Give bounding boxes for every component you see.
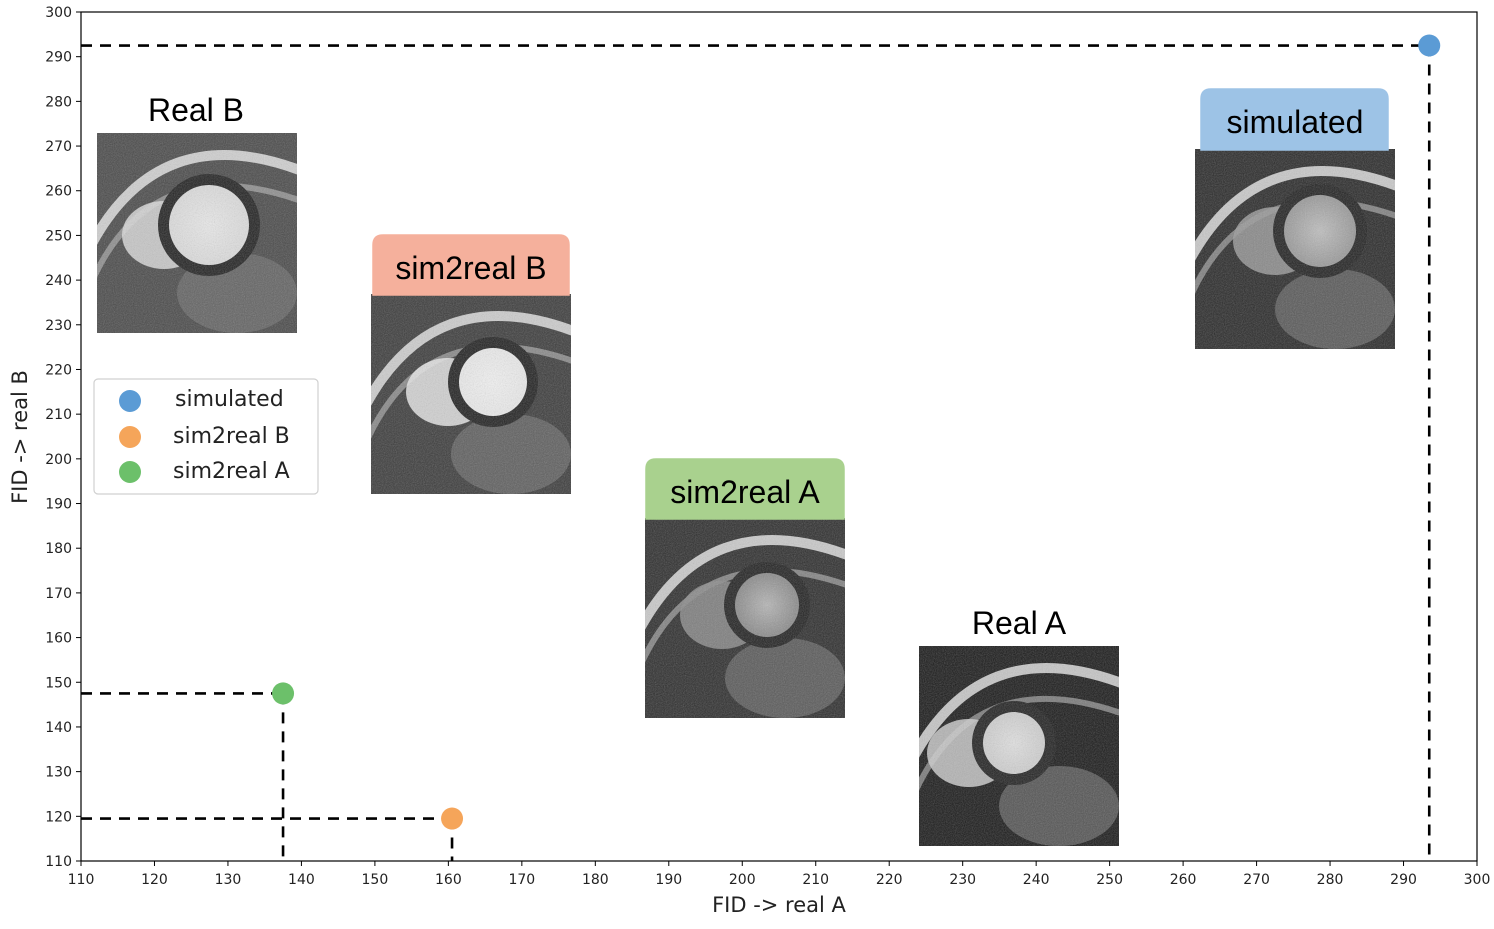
x-tick-label: 170: [508, 872, 535, 888]
image-title-simulated: simulated: [1227, 104, 1364, 140]
y-tick-label: 240: [45, 273, 72, 289]
x-tick-label: 130: [215, 872, 242, 888]
y-axis-label: FID -> real B: [8, 370, 32, 504]
point-sim2real-a: [272, 682, 295, 705]
x-tick-label: 200: [729, 872, 756, 888]
title-box-sim2real-a: [645, 458, 845, 520]
y-tick-label: 220: [45, 362, 72, 378]
y-tick-label: 290: [45, 50, 72, 66]
x-tick-label: 300: [1464, 872, 1491, 888]
legend-marker-simulated: [119, 390, 141, 412]
x-tick-label: 180: [582, 872, 609, 888]
legend-marker-sim2real-b: [119, 426, 141, 448]
title-box-simulated: [1200, 88, 1389, 151]
y-tick-label: 300: [45, 5, 72, 21]
mri-thumbnail: [97, 133, 297, 333]
y-tick-label: 190: [45, 497, 72, 513]
x-tick-label: 110: [68, 872, 95, 888]
mri-thumbnail: [919, 646, 1119, 846]
point-simulated: [1418, 34, 1441, 57]
y-axis-ticks: 110 120 130 140 150 160 170 180 190 200 210 220 230 2…: [45, 5, 81, 870]
legend-marker-sim2real-a: [119, 461, 141, 483]
y-tick-label: 140: [45, 720, 72, 736]
y-tick-label: 150: [45, 675, 72, 691]
x-tick-label: 210: [802, 872, 829, 888]
image-title-sim2real-a: sim2real A: [670, 474, 820, 510]
y-tick-label: 160: [45, 631, 72, 647]
y-tick-label: 170: [45, 586, 72, 602]
image-title-sim2real-b: sim2real B: [395, 250, 546, 286]
x-tick-label: 190: [655, 872, 682, 888]
image-title-real-b: Real B: [148, 92, 244, 128]
y-tick-label: 280: [45, 94, 72, 110]
x-tick-label: 150: [362, 872, 389, 888]
mri-thumbnail: [645, 518, 845, 718]
x-tick-label: 270: [1243, 872, 1270, 888]
image-titles: Real B sim2real B sim2real A Real A simulate…: [148, 88, 1389, 641]
y-tick-label: 230: [45, 318, 72, 334]
y-tick-label: 110: [45, 854, 72, 870]
x-tick-label: 220: [876, 872, 903, 888]
x-tick-label: 230: [949, 872, 976, 888]
x-axis-ticks: 110 120 130 140 150 160 170 180 190 200 210 220 230 2…: [68, 861, 1491, 888]
title-box-sim2real-b: [372, 234, 570, 296]
x-tick-label: 240: [1023, 872, 1050, 888]
x-tick-label: 260: [1170, 872, 1197, 888]
y-tick-label: 250: [45, 228, 72, 244]
x-axis-label: FID -> real A: [712, 893, 846, 917]
legend-box: [93, 378, 319, 495]
y-tick-label: 180: [45, 541, 72, 557]
legend-label-sim2real-b: sim2real B: [173, 424, 290, 449]
legend-label-sim2real-a: sim2real A: [173, 459, 290, 484]
x-tick-label: 290: [1390, 872, 1417, 888]
mri-thumbnails: [97, 133, 1395, 846]
y-tick-label: 130: [45, 765, 72, 781]
data-points: [272, 34, 1441, 830]
legend: simulated sim2real B sim2real A: [93, 378, 319, 495]
legend-label-simulated: simulated: [175, 387, 284, 412]
mri-thumbnail: [1195, 149, 1395, 349]
y-tick-label: 210: [45, 407, 72, 423]
x-tick-label: 280: [1317, 872, 1344, 888]
y-tick-label: 260: [45, 184, 72, 200]
plot-frame: [80, 11, 1478, 862]
x-tick-label: 250: [1096, 872, 1123, 888]
image-title-real-a: Real A: [972, 605, 1067, 641]
y-tick-label: 200: [45, 452, 72, 468]
y-tick-label: 120: [45, 809, 72, 825]
x-tick-label: 120: [141, 872, 168, 888]
x-tick-label: 140: [288, 872, 315, 888]
point-sim2real-b: [441, 807, 464, 830]
x-tick-label: 160: [435, 872, 462, 888]
y-tick-label: 270: [45, 139, 72, 155]
mri-thumbnail: [371, 294, 571, 494]
